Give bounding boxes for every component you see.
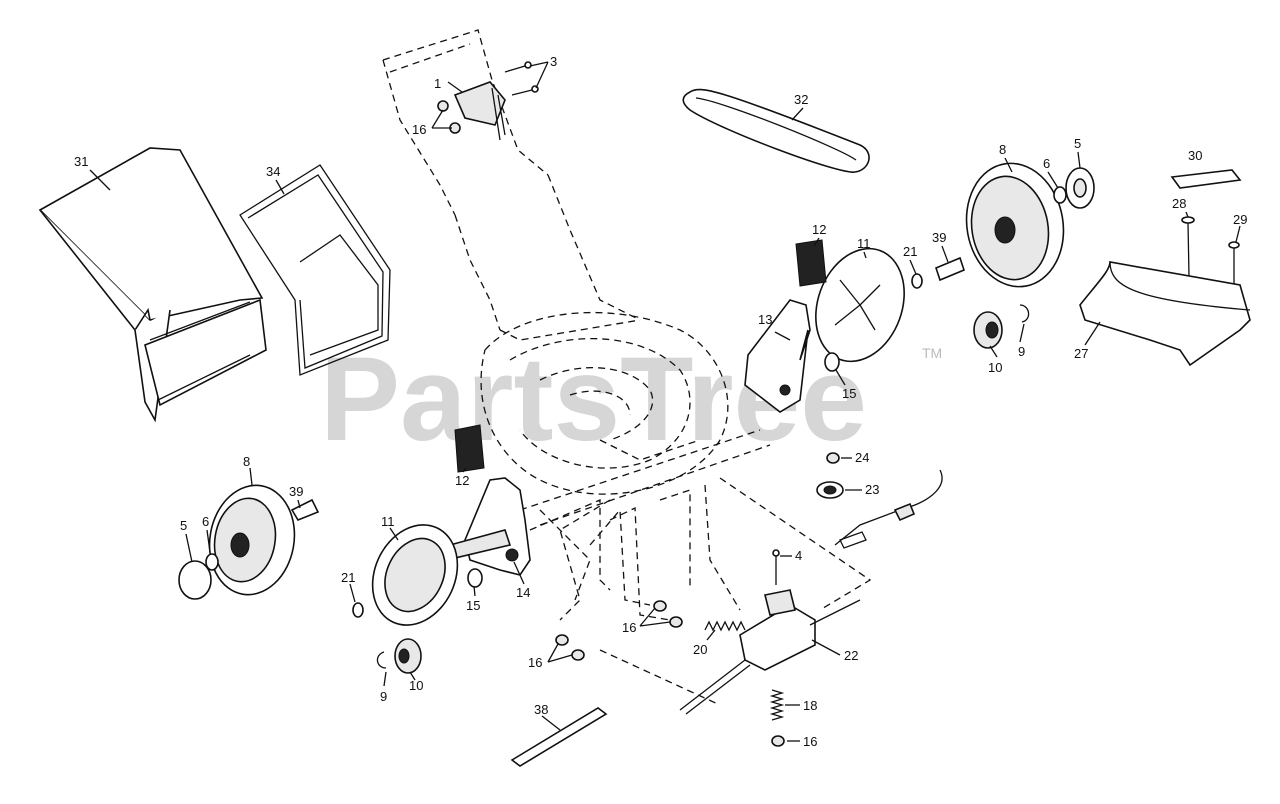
- grass-bag: [38, 147, 267, 423]
- callout-10-upper: 10: [988, 360, 1002, 375]
- hub-cap-5-upper: [1065, 167, 1095, 209]
- callout-6-lower: 6: [202, 514, 209, 529]
- callout-28: 28: [1172, 196, 1186, 211]
- gear-10-upper: [973, 311, 1003, 349]
- handle-outline: [382, 29, 641, 341]
- washer-21-lower: [352, 602, 364, 618]
- callout-8-lower: 8: [243, 454, 250, 469]
- callout-39-upper: 39: [932, 230, 946, 245]
- callout-38: 38: [534, 702, 548, 717]
- nuts-16-middle: [555, 600, 683, 661]
- callout-9-lower: 9: [380, 689, 387, 704]
- drive-cable: [834, 469, 943, 549]
- belt: [682, 88, 870, 173]
- washer-21-upper: [911, 273, 923, 289]
- callout-34: 34: [266, 164, 280, 179]
- washer-6-upper: [1053, 186, 1067, 204]
- callout-32: 32: [794, 92, 808, 107]
- callout-13: 13: [758, 312, 772, 327]
- clip-9-lower: [376, 651, 387, 669]
- callout-5-upper: 5: [1074, 136, 1081, 151]
- callout-14: 14: [516, 585, 530, 600]
- alignment-lines: [529, 477, 872, 706]
- callout-11-upper: 11: [857, 236, 871, 251]
- left-wheel-lower: [208, 484, 296, 596]
- rear-shield: [1079, 261, 1251, 367]
- callout-10-lower: 10: [409, 678, 423, 693]
- bag-frame: [239, 164, 391, 376]
- screw-3: [504, 61, 539, 96]
- callout-31: 31: [74, 154, 88, 169]
- callout-labels: 1 3 16 31 34 32 8 6 5 30 28 29 12 11 21 …: [74, 54, 1247, 749]
- wheel-cover-lower: [371, 524, 459, 626]
- callout-15-lower: 15: [466, 598, 480, 613]
- callout-6-upper: 6: [1043, 156, 1050, 171]
- callout-29: 29: [1233, 212, 1247, 227]
- callout-21-lower: 21: [341, 570, 355, 585]
- nut-16-bottom: [771, 735, 785, 747]
- callout-24: 24: [855, 450, 869, 465]
- spring-20: [704, 620, 746, 632]
- transmission: [679, 589, 861, 715]
- bracket-13: [744, 299, 811, 413]
- callout-12-upper: 12: [812, 222, 826, 237]
- callout-27: 27: [1074, 346, 1088, 361]
- washer-15-lower: [467, 568, 483, 588]
- axle-rod: [510, 707, 608, 767]
- callout-5-lower: 5: [180, 518, 187, 533]
- callout-12-lower: 12: [455, 473, 469, 488]
- deck-outline: [480, 311, 771, 526]
- callout-4: 4: [795, 548, 802, 563]
- washer-6-lower: [205, 553, 219, 571]
- height-adjuster-upper: [795, 239, 827, 287]
- clip-9-upper: [1019, 304, 1030, 323]
- callout-16-middle: 16: [622, 620, 636, 635]
- height-adjuster-lower: [454, 424, 485, 473]
- hub-cap-5-lower: [178, 560, 212, 600]
- callout-18: 18: [803, 698, 817, 713]
- callout-11-lower: 11: [381, 514, 395, 529]
- bracket-14: [448, 477, 531, 576]
- spacer-39-upper: [935, 256, 965, 282]
- spacer-39-lower: [290, 498, 320, 521]
- callout-23: 23: [865, 482, 879, 497]
- callout-3: 3: [550, 54, 557, 69]
- callout-20: 20: [693, 642, 707, 657]
- callout-16-left: 16: [528, 655, 542, 670]
- nut-24: [826, 452, 840, 464]
- leader-lines: [89, 61, 1241, 742]
- control-bracket: [453, 81, 506, 141]
- right-wheel-upper: [965, 162, 1065, 288]
- callout-15-upper: 15: [842, 386, 856, 401]
- bearing-23: [816, 481, 844, 499]
- watermark-trademark: TM: [922, 345, 942, 361]
- spring-18: [769, 689, 785, 721]
- label-30: [1170, 169, 1242, 189]
- callout-16-top: 16: [412, 122, 426, 137]
- gear-10-lower: [394, 638, 422, 674]
- callout-1: 1: [434, 76, 441, 91]
- callout-16-bottom: 16: [803, 734, 817, 749]
- wheel-cover-upper: [815, 247, 905, 363]
- callout-8-upper: 8: [999, 142, 1006, 157]
- callout-22: 22: [844, 648, 858, 663]
- callout-30: 30: [1188, 148, 1202, 163]
- callout-9-upper: 9: [1018, 344, 1025, 359]
- callout-39-lower: 39: [289, 484, 303, 499]
- callout-21-upper: 21: [903, 244, 917, 259]
- screw-4: [772, 549, 780, 585]
- washer-15-upper: [824, 352, 840, 372]
